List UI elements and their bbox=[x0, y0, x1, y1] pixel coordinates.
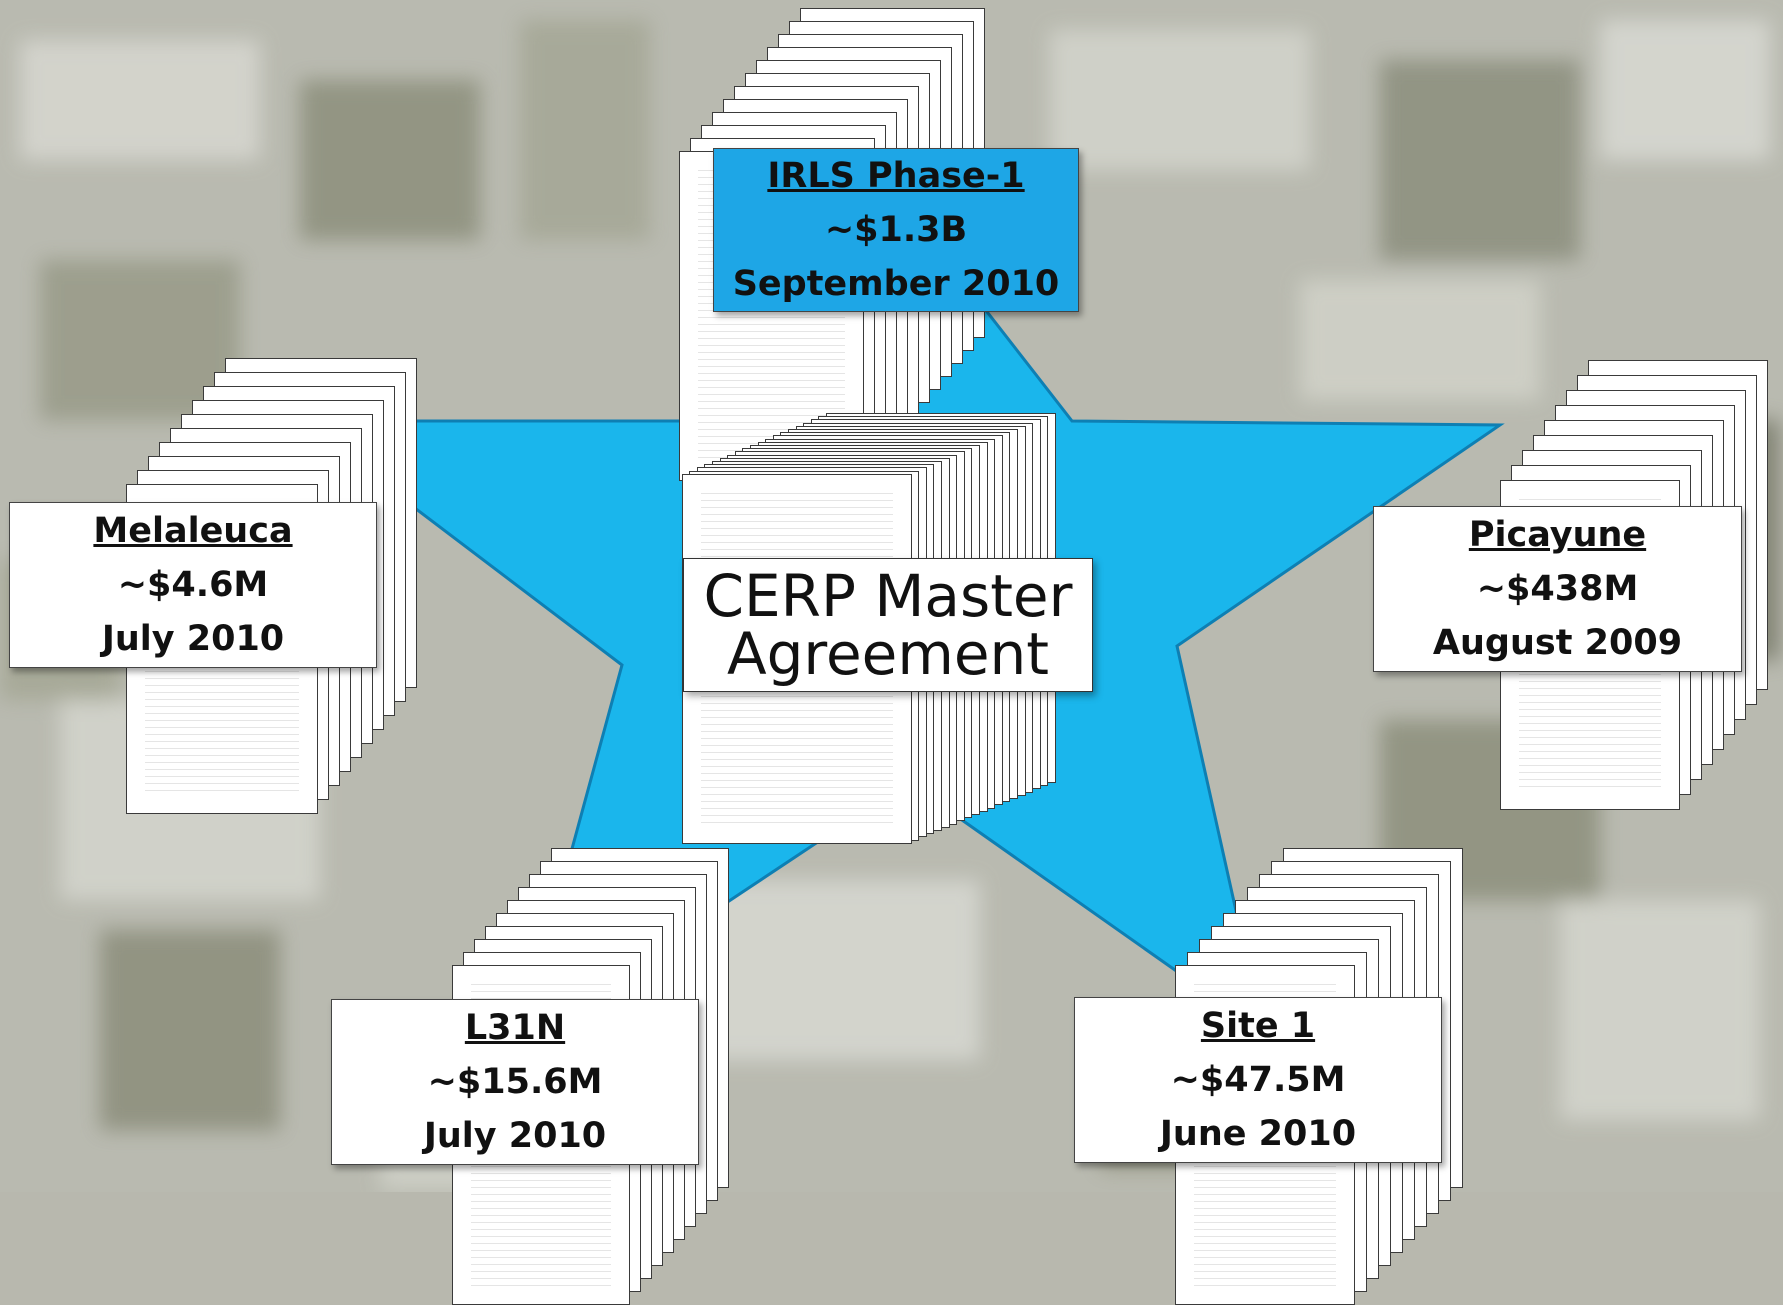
project-title: Picayune bbox=[1468, 514, 1647, 555]
project-amount: ~$1.3B bbox=[824, 209, 968, 250]
project-card-irls-phase-1: IRLS Phase-1 ~$1.3B September 2010 bbox=[713, 148, 1079, 312]
master-agreement-label: CERP Master Agreement bbox=[683, 558, 1093, 692]
project-title: IRLS Phase-1 bbox=[767, 155, 1025, 196]
project-amount: ~$4.6M bbox=[117, 564, 269, 605]
project-date: August 2009 bbox=[1432, 623, 1683, 664]
project-amount: ~$47.5M bbox=[1170, 1059, 1346, 1100]
project-date: July 2010 bbox=[423, 1116, 607, 1157]
project-card-l31n: L31N ~$15.6M July 2010 bbox=[331, 999, 699, 1165]
project-date: June 2010 bbox=[1159, 1114, 1357, 1155]
project-card-picayune: Picayune ~$438M August 2009 bbox=[1373, 506, 1742, 672]
master-label-line2: Agreement bbox=[726, 620, 1050, 688]
project-date: July 2010 bbox=[101, 619, 285, 660]
master-label-line1: CERP Master bbox=[703, 562, 1073, 630]
project-title: Site 1 bbox=[1200, 1005, 1316, 1046]
project-title: Melaleuca bbox=[93, 510, 293, 551]
project-date: September 2010 bbox=[732, 264, 1060, 305]
project-card-site-1: Site 1 ~$47.5M June 2010 bbox=[1074, 997, 1442, 1163]
project-title: L31N bbox=[464, 1007, 566, 1048]
project-amount: ~$15.6M bbox=[427, 1061, 603, 1102]
project-amount: ~$438M bbox=[1476, 568, 1639, 609]
project-card-melaleuca: Melaleuca ~$4.6M July 2010 bbox=[9, 502, 377, 668]
